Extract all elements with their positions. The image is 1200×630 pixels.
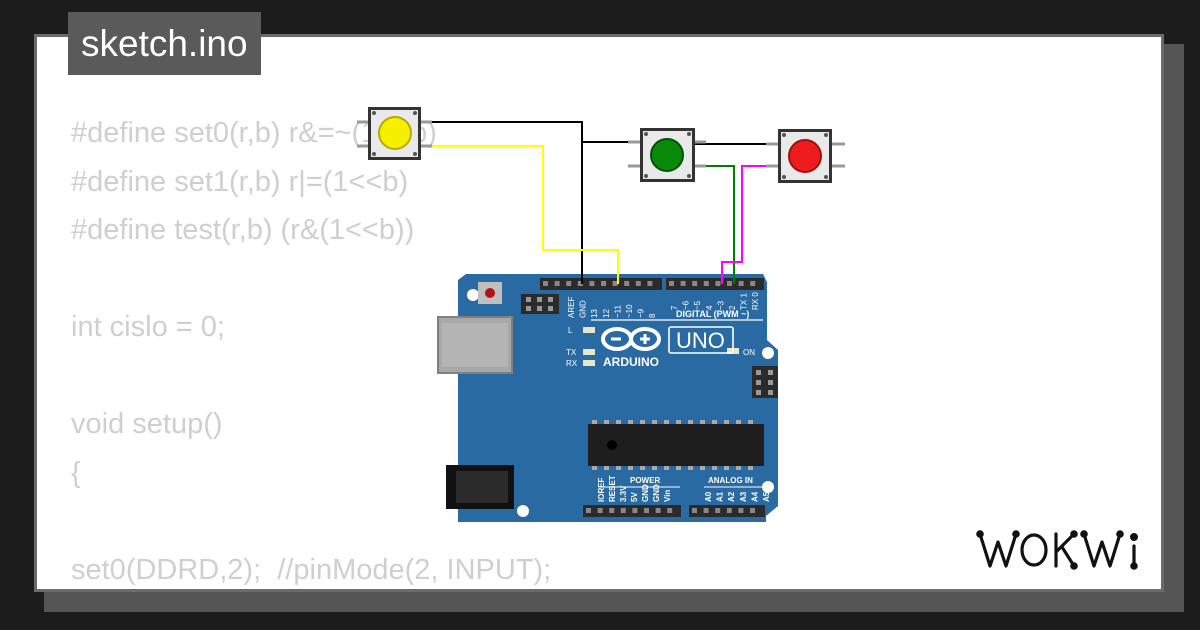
code-listing: #define set0(r,b) r&=~(1<<b) #define set1… xyxy=(71,109,586,589)
wire-yellow-pin11 xyxy=(432,145,619,284)
code-line: #define test(r,b) (r&(1<<b)) xyxy=(71,214,415,246)
analog-pin-label: A5 xyxy=(762,491,771,502)
uno-label: UNO xyxy=(676,328,725,353)
digital-pin-label: ~6 xyxy=(682,300,691,310)
digital-pin-label: AREF xyxy=(567,297,576,318)
code-line: void setup() xyxy=(71,408,223,440)
led-tx-label: TX xyxy=(566,348,577,357)
led-rx xyxy=(583,360,595,366)
digital-pin-label: GND xyxy=(579,300,588,318)
mounting-hole xyxy=(517,505,529,517)
analog-pin-label: A1 xyxy=(716,491,725,502)
digital-pin-label: ~11 xyxy=(613,304,622,318)
code-line: #define set1(r,b) r|=(1<<b) xyxy=(71,165,409,198)
analog-label: ANALOG IN xyxy=(708,476,753,485)
analog-pin-label: A4 xyxy=(750,491,759,502)
code-line: { xyxy=(71,456,81,489)
code-line: #define set0(r,b) r&=~(1<<b) xyxy=(71,117,437,149)
digital-pin-label: ~9 xyxy=(637,308,646,318)
led-l xyxy=(583,327,595,333)
mounting-hole xyxy=(467,289,479,301)
led-tx xyxy=(583,349,595,355)
power-pin-label: IOREF xyxy=(597,477,606,502)
green-pushbutton[interactable] xyxy=(628,128,706,182)
power-pin-label: Vin xyxy=(663,490,672,502)
power-pin-label: 5V xyxy=(630,492,639,502)
digital-pin-label: 8 xyxy=(648,313,657,318)
digital-pin-label: TX 1 xyxy=(740,293,749,310)
analog-pin-label: A2 xyxy=(727,491,736,502)
atmega-chip xyxy=(588,420,764,470)
mounting-hole xyxy=(762,347,774,359)
led-rx-label: RX xyxy=(566,359,578,368)
wokwi-logo xyxy=(976,530,1139,570)
digital-pin-label: 7 xyxy=(670,305,679,310)
icsp-header-right xyxy=(752,366,778,398)
wire-green-pin2 xyxy=(694,165,735,284)
power-pin-label: GND xyxy=(641,484,650,502)
file-title: sketch.ino xyxy=(68,12,261,75)
led-on-label: ON xyxy=(743,348,755,357)
digital-pin-label: 13 xyxy=(590,309,599,318)
uno-badge xyxy=(668,326,734,354)
digital-pin-label: ~10 xyxy=(625,304,634,318)
power-label: POWER xyxy=(630,476,660,485)
arduino-logo-icon xyxy=(601,327,661,351)
code-line: int cislo = 0; xyxy=(71,311,225,343)
power-pin-label: GND xyxy=(652,484,661,502)
yellow-pushbutton[interactable] xyxy=(357,107,432,160)
red-pushbutton[interactable] xyxy=(766,129,845,183)
arduino-wordmark: ARDUINO xyxy=(603,355,659,369)
power-pin-label: 3.3V xyxy=(619,485,628,502)
digital-pin-label: 12 xyxy=(602,309,611,318)
analog-pin-label: A0 xyxy=(704,491,713,502)
digital-pin-label: ~3 xyxy=(716,300,725,310)
wires xyxy=(432,121,782,284)
led-l-label: L xyxy=(568,326,573,335)
digital-pin-label: RX 0 xyxy=(751,292,760,310)
wire-magenta-pin3 xyxy=(721,165,780,284)
digital-pin-label: 4 xyxy=(705,305,714,310)
analog-pin-label: A3 xyxy=(739,491,748,502)
mounting-hole xyxy=(762,481,774,493)
power-pin-label: RESET xyxy=(608,475,617,502)
digital-label: DIGITAL (PWM ~) xyxy=(676,309,749,319)
wire-gnd-yellow-button xyxy=(432,121,583,284)
icsp-header xyxy=(521,294,559,314)
digital-pin-label: 2 xyxy=(728,305,737,310)
digital-pin-label: ~5 xyxy=(693,300,702,310)
code-line: set0(DDRD,2); //pinMode(2, INPUT); xyxy=(71,553,552,586)
